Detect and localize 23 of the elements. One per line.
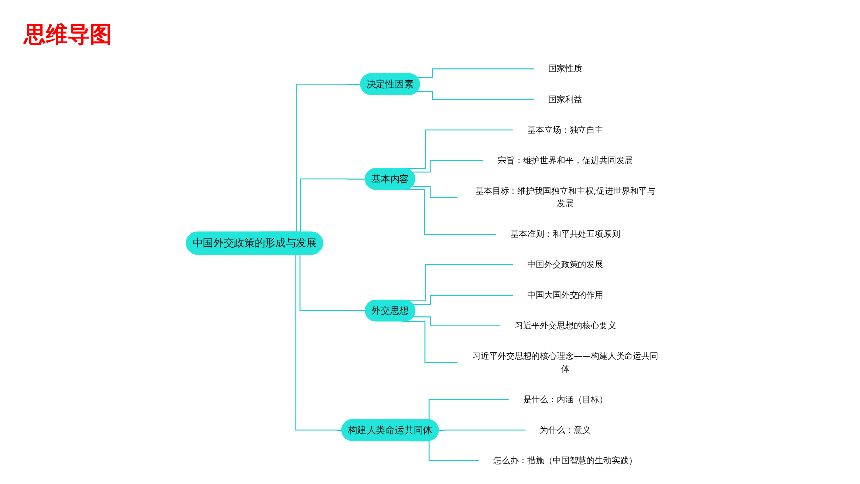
node-text: 是什么：内涵（目标） [523,394,608,405]
connector [412,186,458,198]
node-text: 怎么办：措施（中国智慧的生动实践） [494,456,638,466]
node-text: 中国外交政策的发展 [528,260,604,270]
node-text: 中国大国外交的作用 [528,290,604,300]
connector [402,321,458,364]
connector [438,430,527,432]
connector [413,295,514,306]
connector [412,160,484,173]
node-text: 基本立场：独立自主 [528,125,604,136]
node-text: 国家利益 [548,94,582,105]
node-text: 习近平外交思想的核心要义 [514,321,616,331]
connector [410,440,480,462]
connector [413,316,502,327]
node-text: 基本目标：维护我国独立和主权,促进世界和平与发展 [475,186,656,209]
diagram-title: 思维导图 [24,22,112,50]
node-text: 基本准则：和平共处五项原则 [510,230,621,240]
node-text: 宗旨：维护世界和平，促进共同发展 [498,156,634,166]
node-text: 习近平外交思想的核心理念——构建人类命运共同体 [472,352,659,374]
connector [416,91,536,100]
node-text: 为什么：意义 [540,425,591,436]
node-text: 国家性质 [548,64,582,74]
connector [416,68,536,78]
